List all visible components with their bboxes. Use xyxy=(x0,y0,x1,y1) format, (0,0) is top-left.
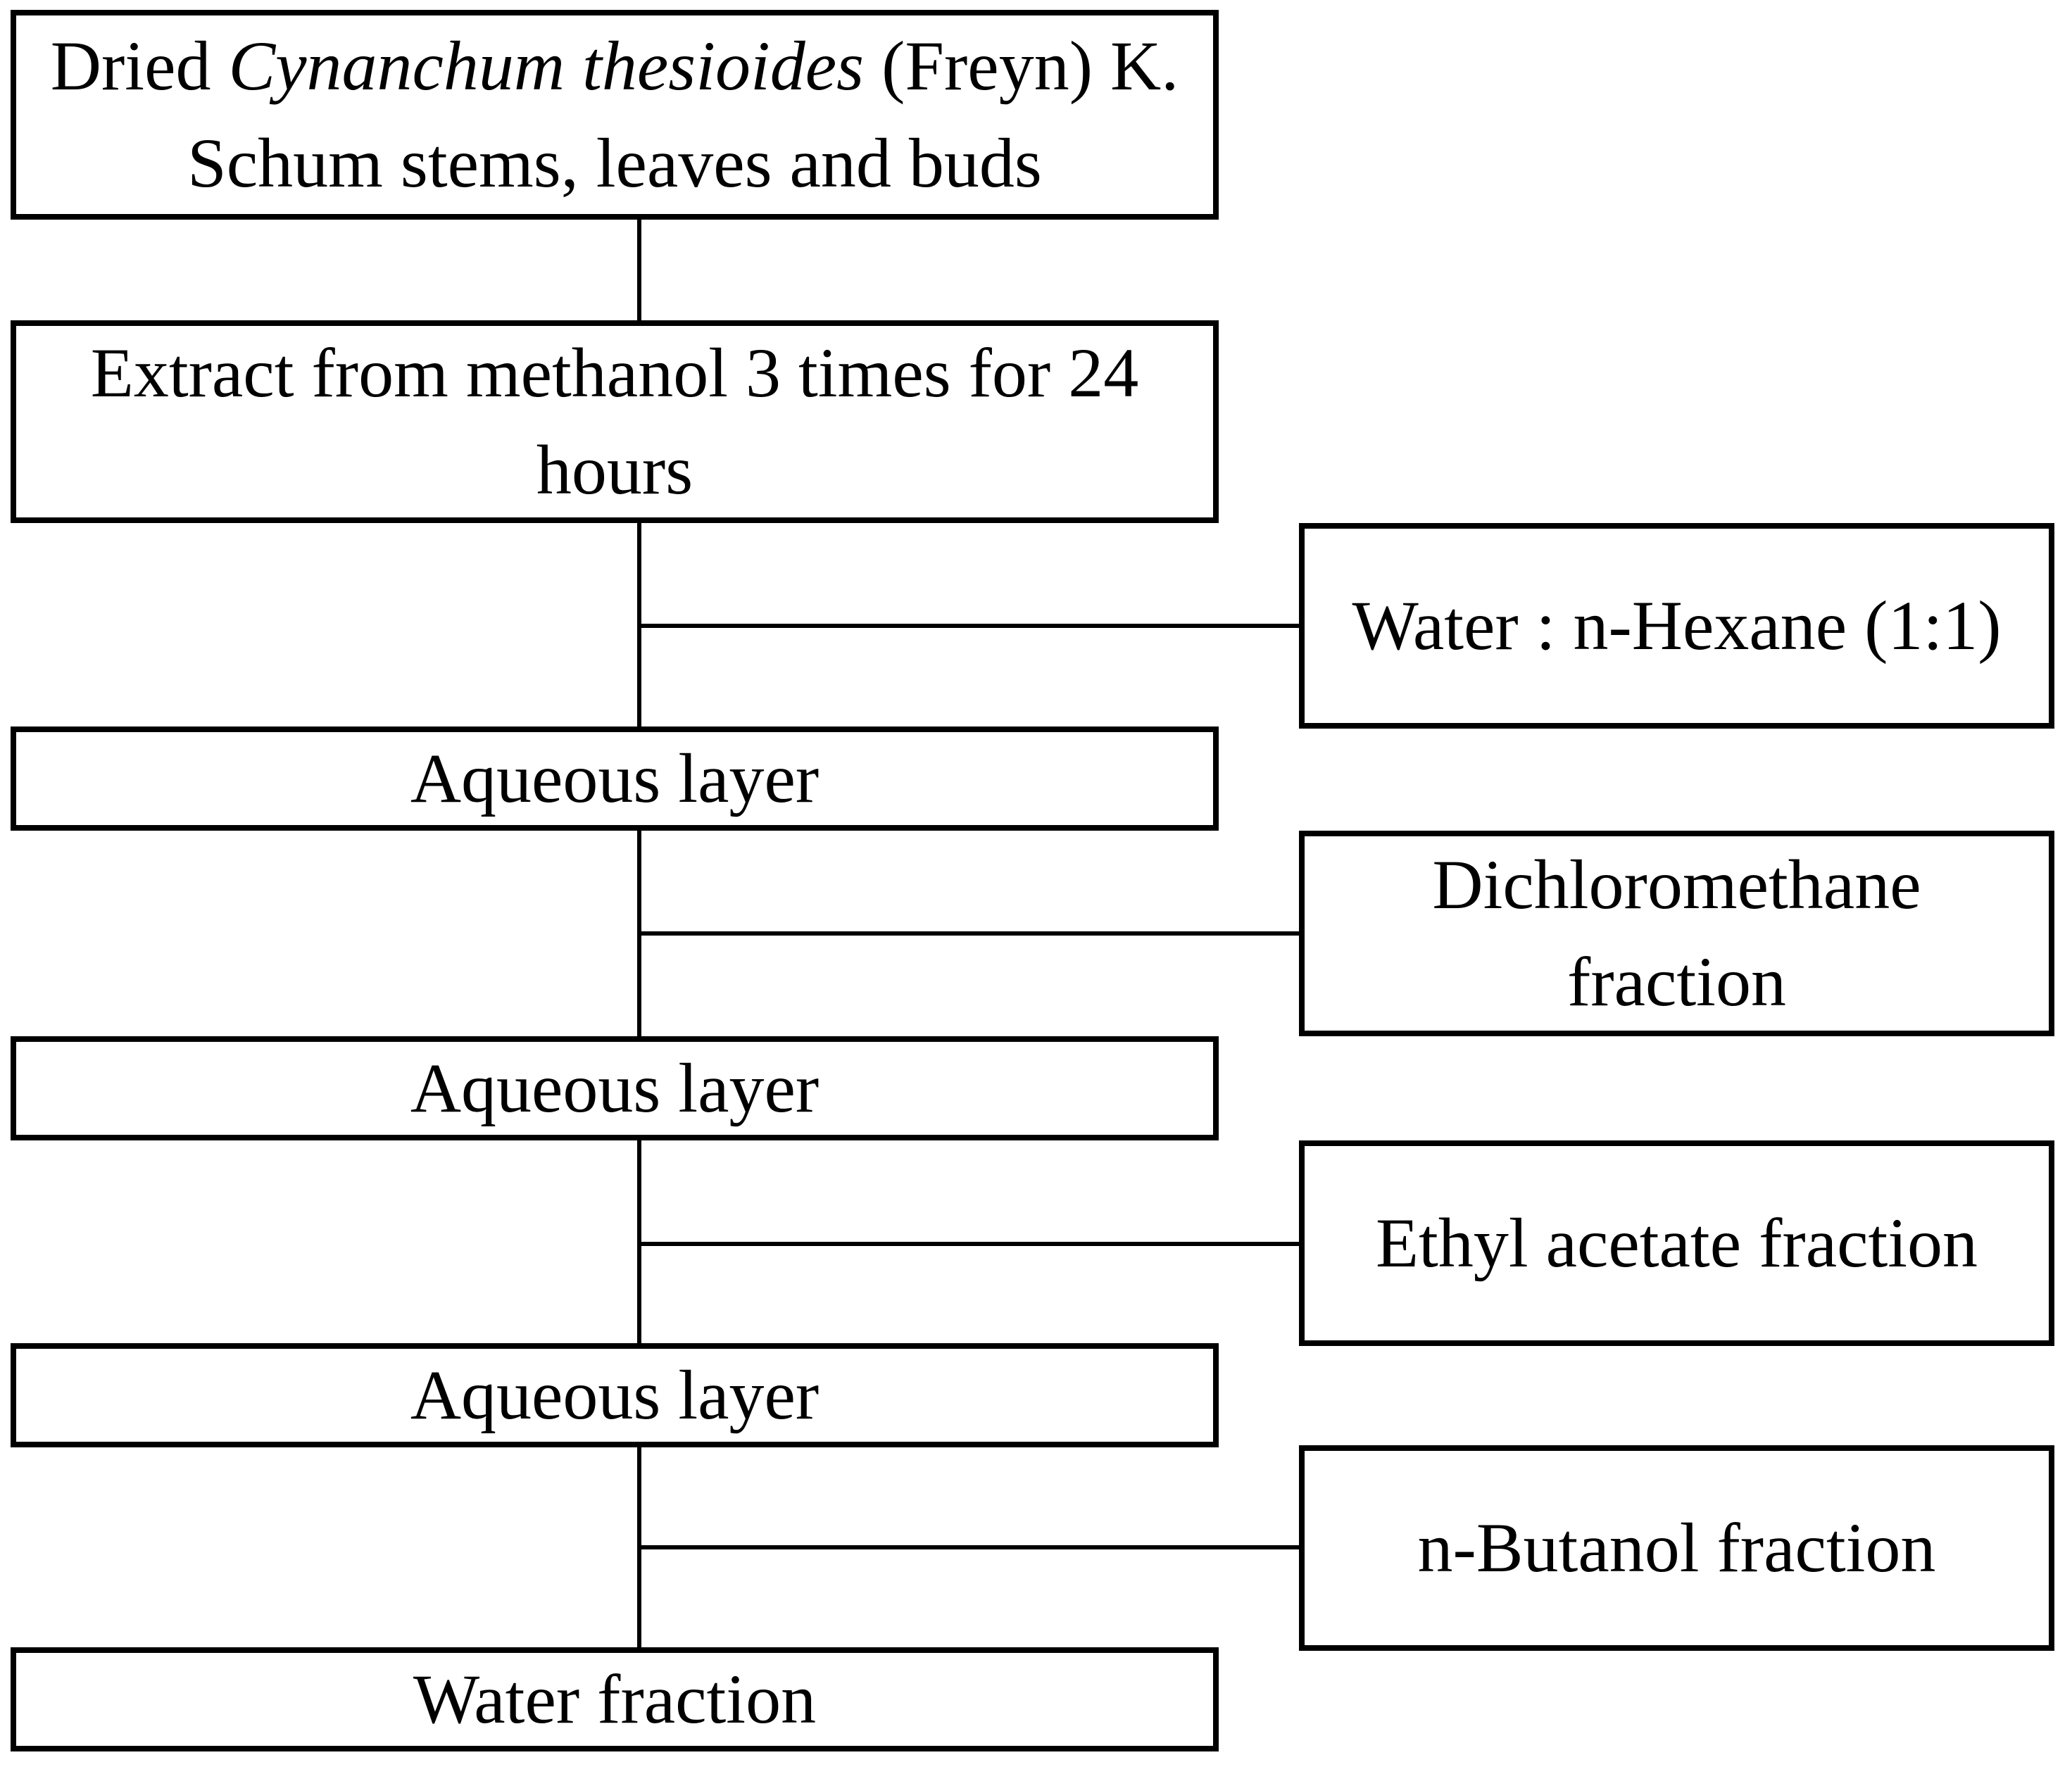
source-material-line1: Dried Cynanchum thesioides (Freyn) K. xyxy=(50,27,1179,105)
source-material-line2: Schum stems, leaves and buds xyxy=(187,124,1042,202)
node-methanol-extract: Extract from methanol 3 times for 24 hou… xyxy=(11,320,1219,523)
node-aqueous-layer-1: Aqueous layer xyxy=(11,726,1219,831)
branch-to-ethyl-acetate-fraction xyxy=(637,1242,1299,1246)
water-fraction-label: Water fraction xyxy=(413,1660,817,1738)
water-hexane-label: Water : n-Hexane (1:1) xyxy=(1352,586,2002,665)
node-aqueous-layer-2: Aqueous layer xyxy=(11,1036,1219,1140)
aqueous-layer-2-label: Aqueous layer xyxy=(410,1049,820,1127)
node-aqueous-layer-3: Aqueous layer xyxy=(11,1343,1219,1447)
node-ethyl-acetate-fraction: Ethyl acetate fraction xyxy=(1299,1140,2054,1346)
node-water-fraction: Water fraction xyxy=(11,1647,1219,1751)
branch-to-n-butanol-fraction xyxy=(637,1545,1299,1549)
connector-source-to-extract xyxy=(637,220,641,320)
aqueous-layer-3-label: Aqueous layer xyxy=(410,1356,820,1434)
extract-line2: hours xyxy=(536,431,693,509)
node-source-material: Dried Cynanchum thesioides (Freyn) K. Sc… xyxy=(11,10,1219,220)
extract-line1: Extract from methanol 3 times for 24 xyxy=(90,334,1139,412)
branch-to-water-hexane xyxy=(637,624,1299,628)
n-butanol-label: n-Butanol fraction xyxy=(1417,1509,1936,1587)
branch-to-dichloromethane-fraction xyxy=(637,931,1299,936)
aqueous-layer-1-label: Aqueous layer xyxy=(410,739,820,817)
species-name-italic: Cynanchum thesioides xyxy=(228,27,865,105)
node-dichloromethane-fraction: Dichloromethane fraction xyxy=(1299,831,2054,1036)
ethyl-acetate-label: Ethyl acetate fraction xyxy=(1375,1204,1978,1282)
node-water-hexane-solvent: Water : n-Hexane (1:1) xyxy=(1299,523,2054,729)
dichloromethane-line1: Dichloromethane xyxy=(1432,845,1921,924)
node-n-butanol-fraction: n-Butanol fraction xyxy=(1299,1445,2054,1651)
dichloromethane-line2: fraction xyxy=(1567,943,1786,1021)
